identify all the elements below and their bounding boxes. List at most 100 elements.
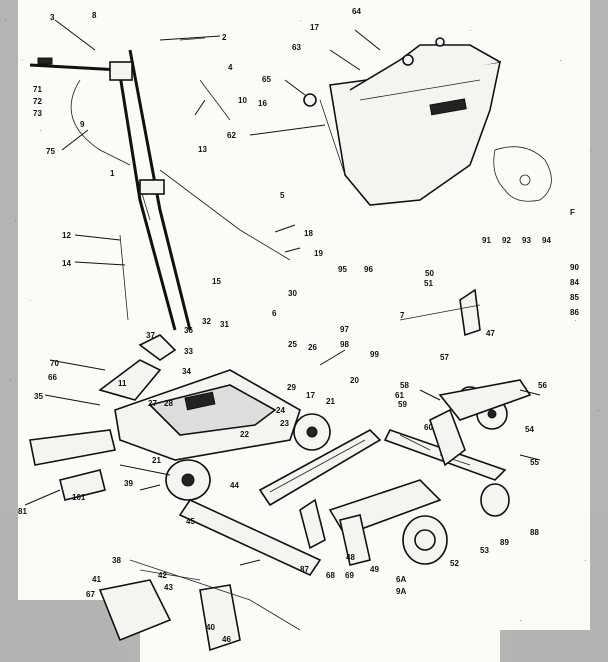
label-96: 96	[364, 265, 373, 274]
label-20: 20	[350, 376, 359, 385]
label-81: 81	[18, 507, 27, 516]
label-51: 51	[424, 279, 433, 288]
label-86: 86	[570, 308, 579, 317]
label-9: 9	[80, 120, 85, 129]
label-61: 61	[395, 391, 404, 400]
label-21b: 21	[326, 397, 335, 406]
label-30: 30	[288, 289, 297, 298]
label-11: 11	[118, 379, 127, 388]
label-58: 58	[400, 381, 409, 390]
handle-assembly	[29, 37, 291, 331]
label-88: 88	[530, 528, 539, 537]
label-37: 37	[146, 331, 155, 340]
label-32: 32	[202, 317, 211, 326]
label-89: 89	[500, 538, 509, 547]
grass-catcher	[303, 37, 502, 206]
leader-lines	[24, 19, 541, 566]
label-26: 26	[308, 343, 317, 352]
label-12: 12	[62, 231, 71, 240]
label-75: 75	[46, 147, 55, 156]
label-35: 35	[34, 392, 43, 401]
label-16: 16	[258, 99, 267, 108]
label-71: 71	[33, 85, 42, 94]
label-6: 6	[272, 309, 277, 318]
label-41: 41	[92, 575, 101, 584]
label-49: 49	[370, 565, 379, 574]
label-17: 17	[310, 23, 319, 32]
label-17b: 17	[306, 391, 315, 400]
label-59: 59	[398, 400, 407, 409]
label-50: 50	[425, 269, 434, 278]
label-98: 98	[340, 340, 349, 349]
label-21: 21	[152, 456, 161, 465]
label-13: 13	[198, 145, 207, 154]
label-36: 36	[184, 326, 193, 335]
label-45: 45	[186, 517, 195, 526]
label-5: 5	[280, 191, 285, 200]
label-40: 40	[206, 623, 215, 632]
label-9a: 9A	[396, 587, 406, 596]
label-84: 84	[570, 278, 579, 287]
label-54: 54	[525, 425, 534, 434]
label-4: 4	[228, 63, 233, 72]
label-72: 72	[33, 97, 42, 106]
label-1: 1	[110, 169, 115, 178]
label-67: 67	[86, 590, 95, 599]
label-57: 57	[440, 353, 449, 362]
label-48: 48	[346, 553, 355, 562]
part-labels: 3 8 2 4 17 64 63 65 16 62 10 71 72 73 75…	[18, 7, 579, 644]
label-62: 62	[227, 131, 236, 140]
label-99: 99	[370, 350, 379, 359]
label-28: 28	[164, 399, 173, 408]
label-19: 19	[314, 249, 323, 258]
label-10: 10	[238, 96, 247, 105]
label-69: 69	[345, 571, 354, 580]
label-25: 25	[288, 340, 297, 349]
label-91: 91	[482, 236, 491, 245]
label-55: 55	[530, 458, 539, 467]
label-47: 47	[486, 329, 495, 338]
label-3: 3	[50, 13, 55, 22]
label-F: F	[570, 208, 575, 217]
label-31: 31	[220, 320, 229, 329]
label-14: 14	[62, 259, 71, 268]
label-90: 90	[570, 263, 579, 272]
label-44: 44	[230, 481, 239, 490]
label-18: 18	[304, 229, 313, 238]
label-8: 8	[92, 11, 97, 20]
label-94: 94	[542, 236, 551, 245]
label-52: 52	[450, 559, 459, 568]
label-65: 65	[262, 75, 271, 84]
label-29: 29	[287, 383, 296, 392]
label-39: 39	[124, 479, 133, 488]
scan-noise	[5, 20, 599, 621]
label-22: 22	[240, 430, 249, 439]
label-46: 46	[222, 635, 231, 644]
label-24: 24	[276, 406, 285, 415]
label-56: 56	[538, 381, 547, 390]
label-23: 23	[280, 419, 289, 428]
label-53: 53	[480, 546, 489, 555]
label-33: 33	[184, 347, 193, 356]
label-70: 70	[50, 359, 59, 368]
label-34: 34	[182, 367, 191, 376]
label-64: 64	[352, 7, 361, 16]
label-68: 68	[326, 571, 335, 580]
label-95: 95	[338, 265, 347, 274]
label-93: 93	[522, 236, 531, 245]
label-7: 7	[400, 311, 405, 320]
label-85: 85	[570, 293, 579, 302]
label-60: 60	[424, 423, 433, 432]
label-97: 97	[340, 325, 349, 334]
label-38: 38	[112, 556, 121, 565]
label-42: 42	[158, 571, 167, 580]
label-101: 101	[72, 493, 86, 502]
label-6a: 6A	[396, 575, 406, 584]
label-43: 43	[164, 583, 173, 592]
label-87: 87	[300, 565, 309, 574]
label-92: 92	[502, 236, 511, 245]
label-66: 66	[48, 373, 57, 382]
label-27: 27	[148, 399, 157, 408]
